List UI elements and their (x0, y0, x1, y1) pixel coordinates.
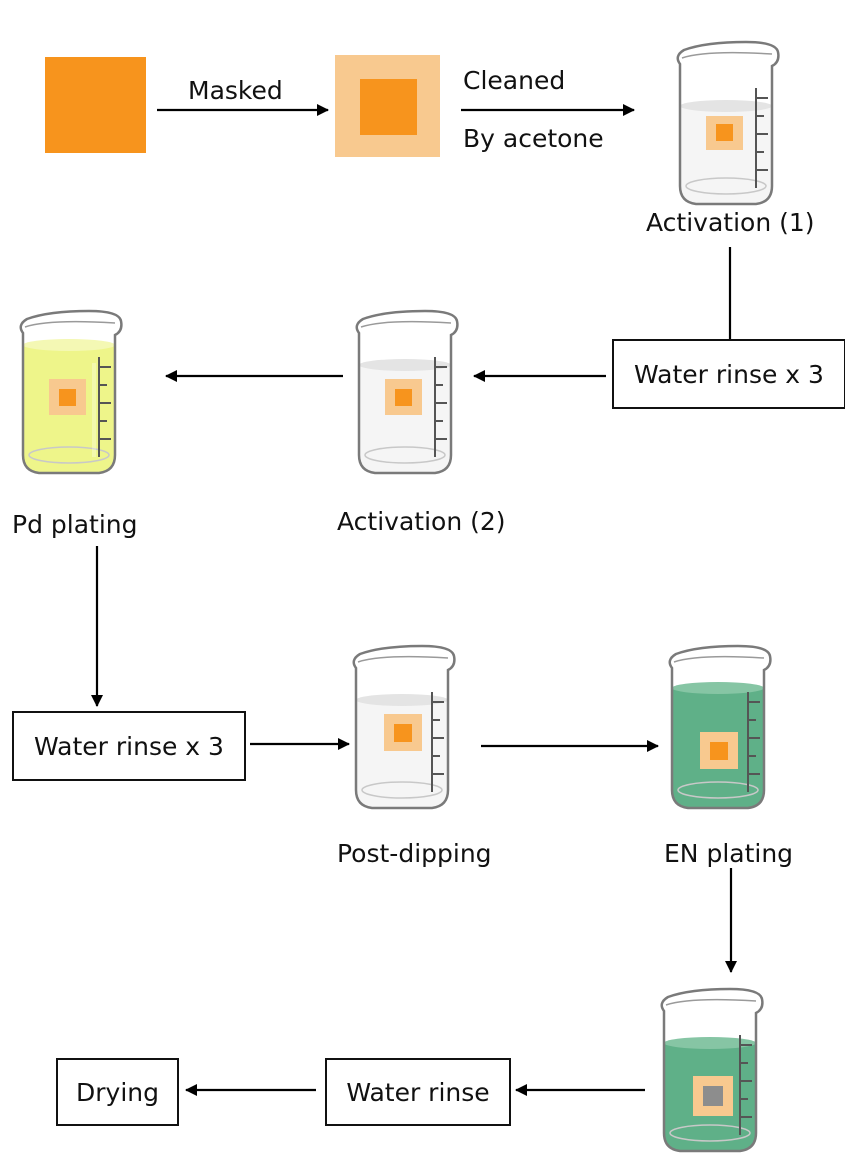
beaker-pd-plating-icon (19, 309, 123, 475)
beaker-activation-2-icon (355, 309, 459, 475)
label-en-plating: EN plating (664, 839, 794, 868)
label-activation-1: Activation (1) (646, 208, 815, 237)
masked-substrate-core-icon (360, 79, 417, 135)
beaker-activation-1-icon (676, 40, 780, 206)
box-water-rinse-2: Water rinse x 3 (12, 711, 246, 781)
label-post-dipping: Post-dipping (337, 839, 492, 868)
label-activation-2: Activation (2) (337, 507, 506, 536)
beaker-en-plating-icon (668, 644, 772, 810)
label-masked: Masked (188, 76, 283, 105)
bare-substrate-icon (45, 57, 146, 153)
beaker-finished-icon (660, 987, 764, 1153)
box-drying: Drying (56, 1058, 179, 1126)
label-pd-plating: Pd plating (12, 510, 138, 539)
label-cleaned: Cleaned (463, 66, 566, 95)
beaker-post-dipping-icon (352, 644, 456, 810)
box-water-rinse-3: Water rinse (325, 1058, 511, 1126)
box-water-rinse-1: Water rinse x 3 (612, 339, 845, 409)
label-by-acetone: By acetone (463, 124, 604, 153)
